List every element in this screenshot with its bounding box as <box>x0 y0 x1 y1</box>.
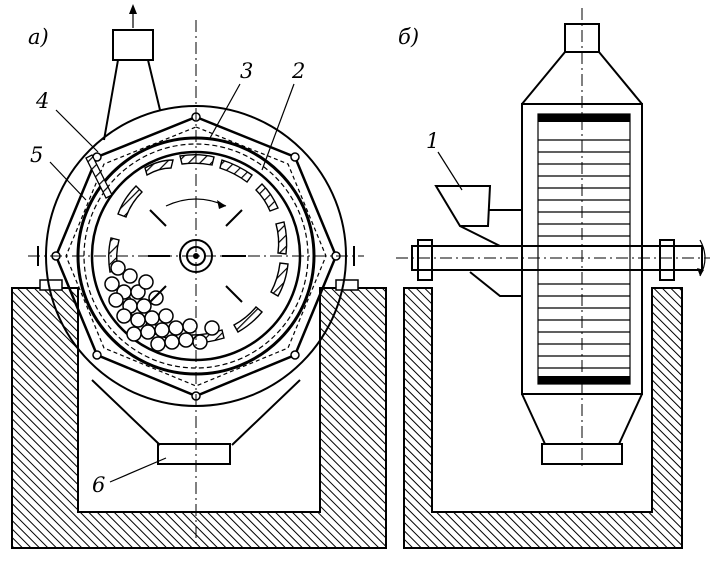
panel-label-a: а) <box>28 25 49 49</box>
callout-leaders-a <box>49 83 295 483</box>
support-right-a <box>335 279 359 291</box>
rotation-arrow-icon <box>217 200 226 209</box>
drum-body-b <box>521 103 643 395</box>
exhaust-arrow-icon <box>129 4 137 14</box>
figure-a: а) 3 2 4 5 6 <box>11 4 387 549</box>
discharge-outlet-b <box>541 443 623 465</box>
callout-2: 2 <box>291 59 305 83</box>
access-flap <box>85 154 113 199</box>
callout-6: 6 <box>92 473 105 497</box>
support-left-a <box>39 279 63 291</box>
callout-3: 3 <box>240 59 253 83</box>
sieve-slats <box>538 139 630 369</box>
discharge-hopper <box>91 379 301 465</box>
bearing-right-b <box>659 239 675 281</box>
foundation-a <box>11 287 387 549</box>
panel-label-b: б) <box>398 25 419 49</box>
callout-4: 4 <box>35 89 49 113</box>
discharge-outlet <box>157 443 231 465</box>
bearing-left-b <box>417 239 433 281</box>
shaft-supports-a <box>37 246 355 266</box>
shaft-rotation-arrow-icon <box>697 268 704 276</box>
exhaust-cone <box>103 4 161 141</box>
figure-b: б) 1 <box>396 8 710 549</box>
feed-hopper <box>434 185 492 227</box>
callout-5: 5 <box>30 143 43 167</box>
callout-leader-1 <box>437 151 463 191</box>
foundation-b <box>403 287 683 549</box>
callout-1: 1 <box>426 129 439 153</box>
grinding-balls <box>104 260 220 352</box>
